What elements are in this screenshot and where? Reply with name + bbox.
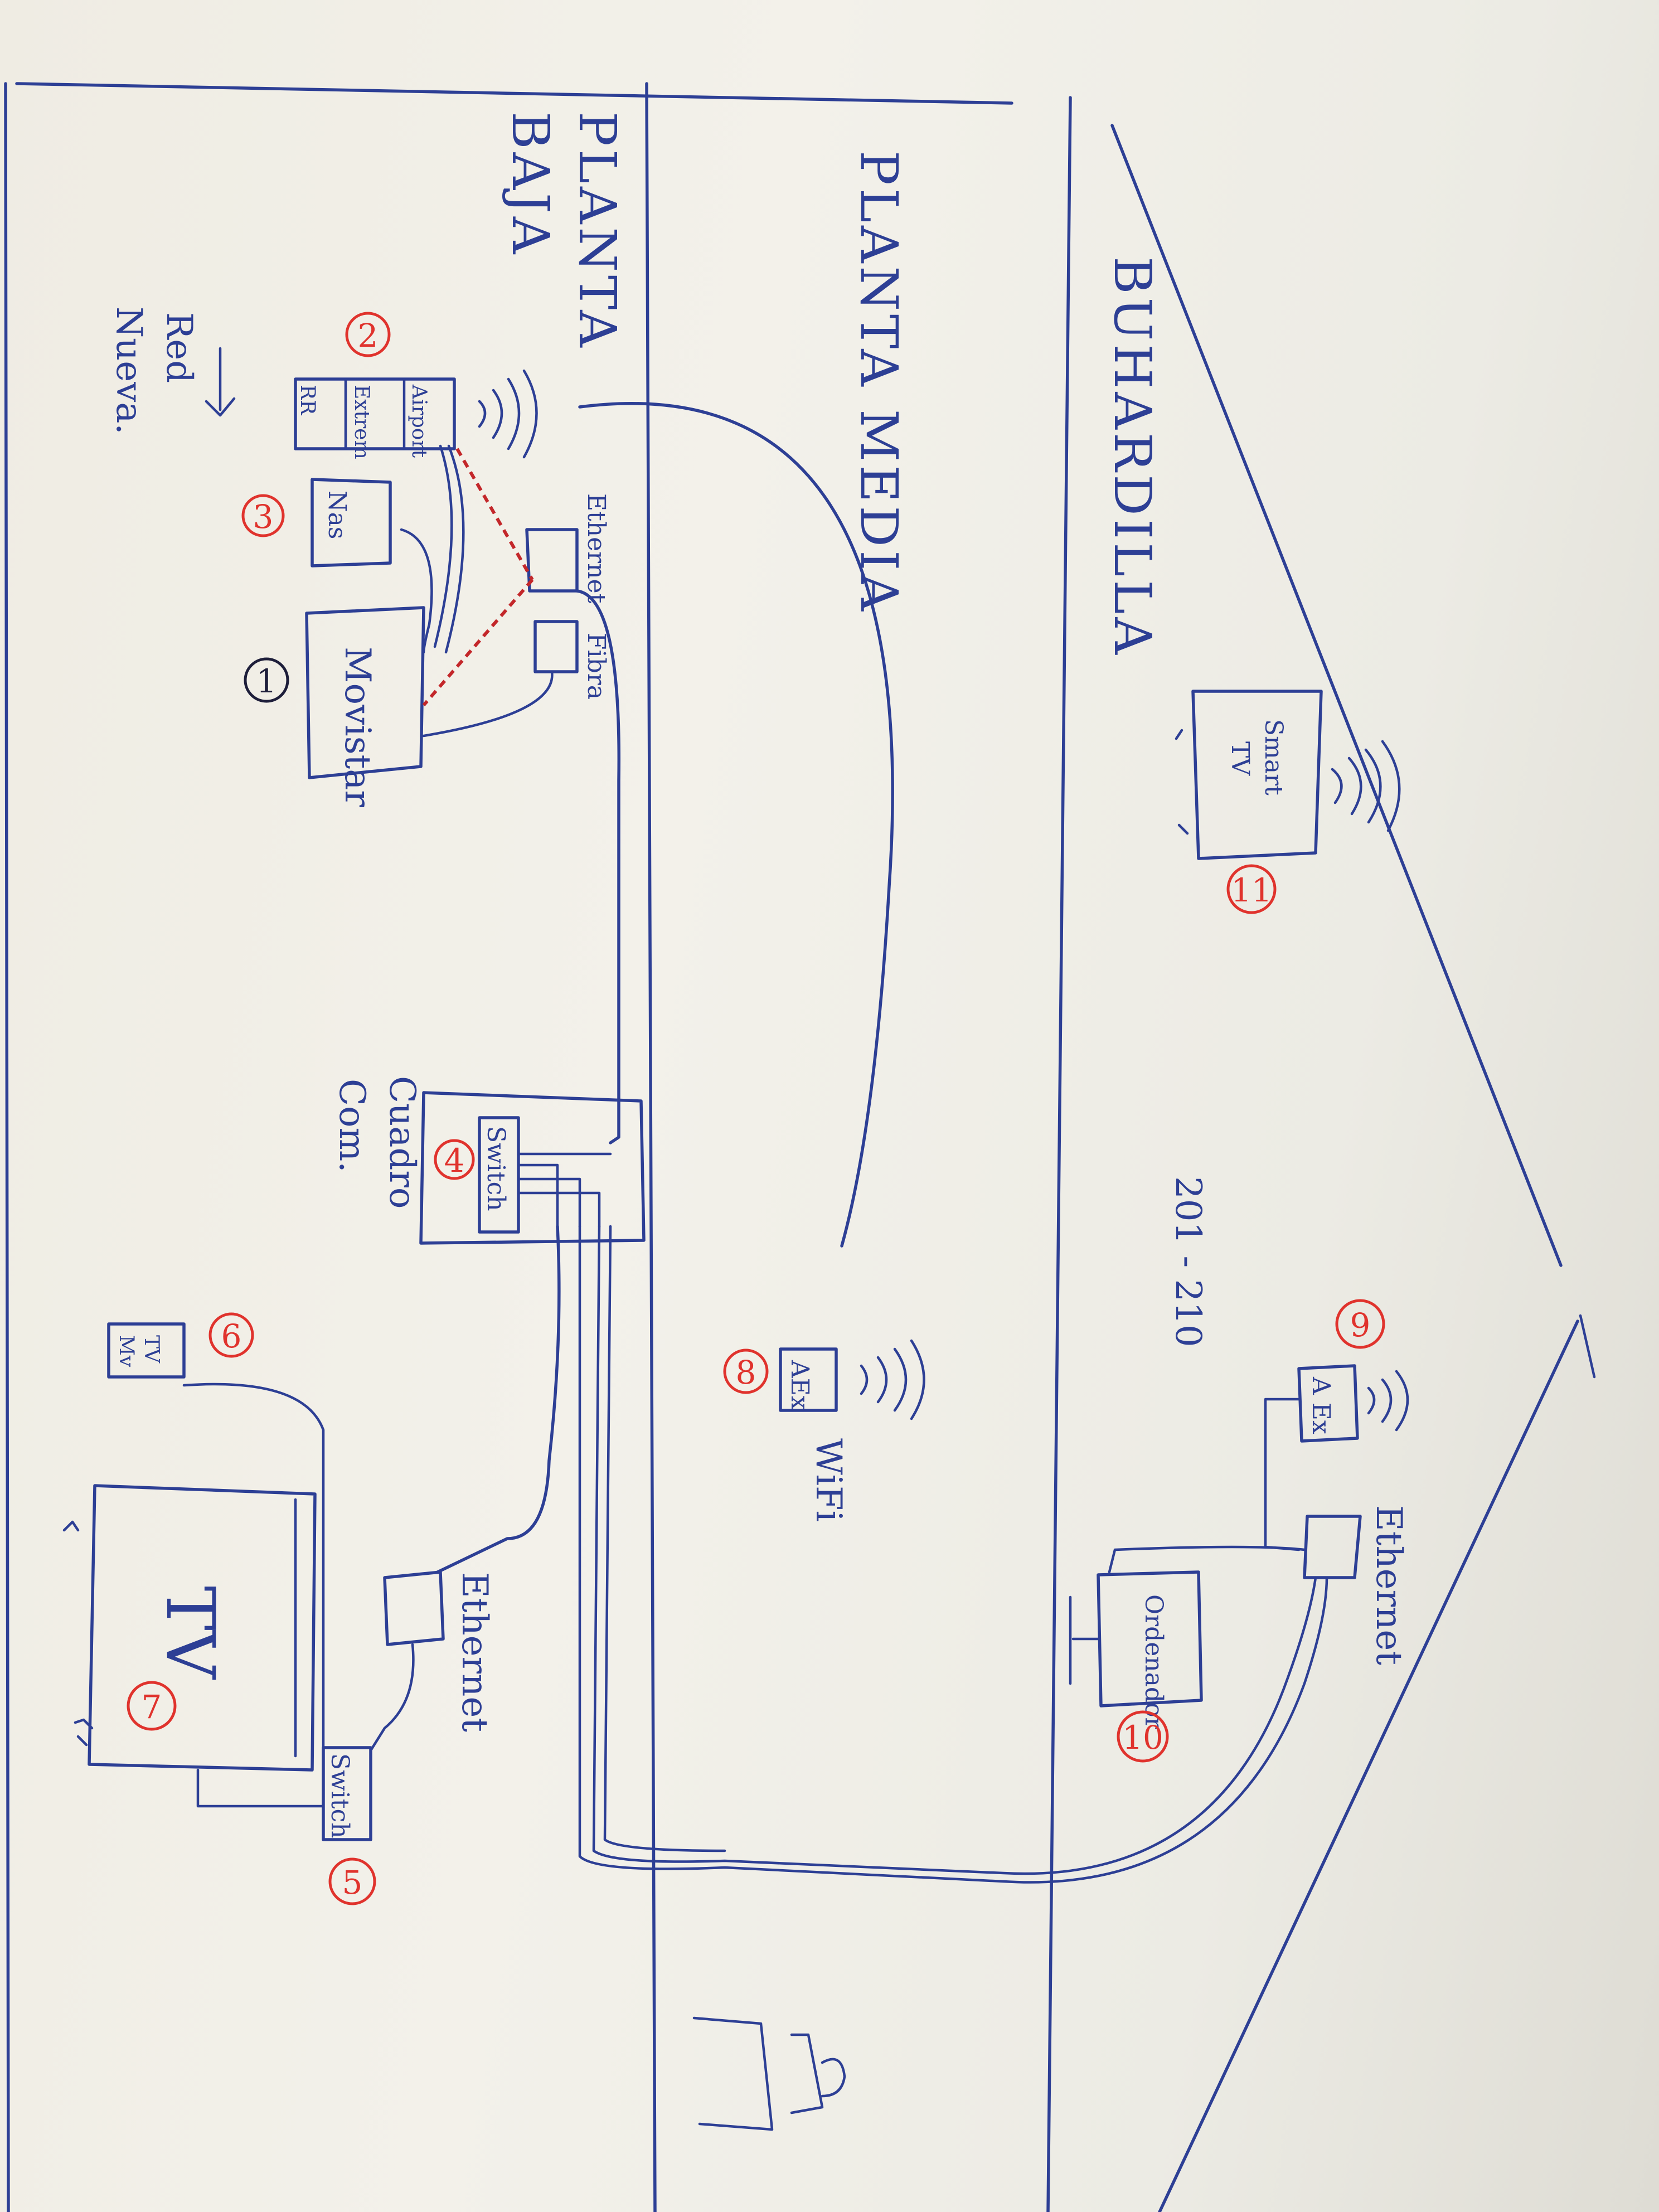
- svg-text:Ethernet: Ethernet: [1368, 1505, 1409, 1665]
- salon-ethernet-socket: Ethernet: [383, 1570, 495, 1732]
- airport-extreme: Airport Extrem RR: [294, 369, 538, 459]
- svg-text:Ethernet: Ethernet: [454, 1572, 495, 1732]
- switch-ports: [517, 1152, 612, 1228]
- svg-text:Switch: Switch: [482, 1126, 510, 1211]
- badge-9: 9: [1335, 1299, 1385, 1349]
- svg-text:4: 4: [444, 1142, 465, 1180]
- router-cables: [400, 444, 554, 738]
- smart-tv: Smart TV: [1175, 690, 1401, 860]
- nas-storage: Nas: [311, 478, 392, 567]
- wifi-label: WiFi: [808, 1438, 849, 1522]
- svg-text:AEx: AEx: [785, 1360, 814, 1410]
- wifi-signal-icon: [1331, 740, 1401, 832]
- wifi-signal-icon: [1367, 1370, 1409, 1432]
- roof-lines: [1110, 124, 1596, 2212]
- svg-text:PLANTA MEDIA: PLANTA MEDIA: [849, 151, 909, 614]
- svg-text:8: 8: [736, 1354, 756, 1391]
- buhardilla-ethernet-socket: Ethernet: [1303, 1505, 1409, 1665]
- svg-text:TV: TV: [140, 1335, 163, 1364]
- svg-text:10: 10: [1122, 1719, 1163, 1757]
- badge-3: 3: [241, 494, 285, 537]
- svg-text:5: 5: [342, 1864, 363, 1901]
- range-label: 201 - 210: [1167, 1176, 1209, 1347]
- svg-text:11: 11: [1231, 871, 1272, 909]
- svg-text:Nueva.: Nueva.: [108, 307, 149, 435]
- badge-5: 5: [328, 1857, 376, 1905]
- svg-text:Cuadro: Cuadro: [381, 1076, 423, 1209]
- cable-aex-ethernet: [1264, 1398, 1301, 1551]
- svg-text:Switch: Switch: [326, 1753, 354, 1839]
- ordenador: Ordenador: [1069, 1570, 1203, 1730]
- svg-text:Movistar: Movistar: [337, 647, 378, 807]
- svg-text:6: 6: [221, 1317, 242, 1355]
- wifi-signal-icon: [860, 1339, 925, 1420]
- svg-text:PLANTA: PLANTA: [567, 111, 627, 351]
- svg-text:A Ex: A Ex: [1307, 1376, 1335, 1434]
- badge-7: 7: [127, 1681, 177, 1731]
- ethernet-trunk: [575, 589, 621, 1144]
- svg-text:Com.: Com.: [331, 1079, 372, 1173]
- cables-to-buhardilla: [578, 1225, 1328, 1884]
- cable-socket-switch: [369, 1643, 415, 1752]
- cuadro-comunicaciones: Cuadro Com.: [331, 1076, 646, 1245]
- airport-express-media: AEx: [779, 1339, 925, 1420]
- svg-text:7: 7: [142, 1688, 162, 1726]
- svg-text:1: 1: [256, 662, 277, 700]
- wifi-signal-icon: [478, 369, 538, 459]
- floor-label-planta-media: PLANTA MEDIA: [849, 151, 909, 614]
- switch-salon: Switch: [322, 1746, 372, 1841]
- svg-text:Airport: Airport: [408, 384, 430, 458]
- floor-label-buhardilla: BUHARDILLA: [1103, 256, 1162, 658]
- floor-label-planta-baja: PLANTA BAJA: [501, 111, 627, 351]
- svg-text:Fibra: Fibra: [582, 633, 610, 700]
- svg-text:3: 3: [253, 498, 274, 536]
- badge-11: 11: [1226, 864, 1277, 914]
- svg-text:TV: TV: [151, 1586, 229, 1680]
- fibra-socket: Fibra: [533, 620, 610, 700]
- badge-2: 2: [345, 312, 391, 357]
- svg-text:Ethernet: Ethernet: [582, 493, 610, 604]
- cable-ethernet-ordenador: [1108, 1545, 1306, 1574]
- wifi-coverage-arc: [578, 401, 894, 1248]
- svg-text:Extrem: Extrem: [350, 385, 373, 459]
- cable-decoder-switch: [182, 1382, 325, 1791]
- cable-tv-switch: [196, 1768, 325, 1808]
- svg-text:Smart: Smart: [1259, 719, 1288, 795]
- ethernet-socket: Ethernet: [525, 493, 610, 604]
- svg-text:Ordenador: Ordenador: [1139, 1594, 1168, 1730]
- badge-8: 8: [723, 1348, 769, 1394]
- movistar-router: Movistar: [305, 606, 425, 807]
- svg-text:RR: RR: [296, 385, 319, 415]
- cable-to-salon: [436, 1225, 561, 1574]
- badge-10: 10: [1117, 1710, 1169, 1763]
- svg-text:9: 9: [1350, 1306, 1371, 1344]
- switch-cuadro: Switch: [478, 1116, 520, 1234]
- airport-express-buhardilla: A Ex: [1297, 1364, 1409, 1443]
- floor-dividers: [4, 82, 1072, 2212]
- svg-text:2: 2: [358, 317, 379, 355]
- svg-text:Mv: Mv: [115, 1335, 138, 1367]
- badge-1: 1: [244, 657, 289, 703]
- svg-text:Nas: Nas: [323, 491, 351, 539]
- svg-text:BAJA: BAJA: [501, 111, 560, 257]
- svg-text:BUHARDILLA: BUHARDILLA: [1103, 256, 1162, 658]
- red-nueva-note: Red Nueva.: [108, 307, 236, 435]
- svg-text:TV: TV: [1226, 741, 1254, 776]
- svg-text:WiFi: WiFi: [808, 1438, 849, 1522]
- desk-sketch: [692, 2016, 846, 2131]
- movistar-tv-decoder: Mv TV: [107, 1322, 186, 1379]
- svg-text:201 - 210: 201 - 210: [1167, 1176, 1209, 1347]
- television: TV: [62, 1484, 317, 1772]
- svg-text:Red: Red: [158, 312, 200, 383]
- badge-6: 6: [208, 1312, 254, 1358]
- badge-4: 4: [434, 1139, 475, 1180]
